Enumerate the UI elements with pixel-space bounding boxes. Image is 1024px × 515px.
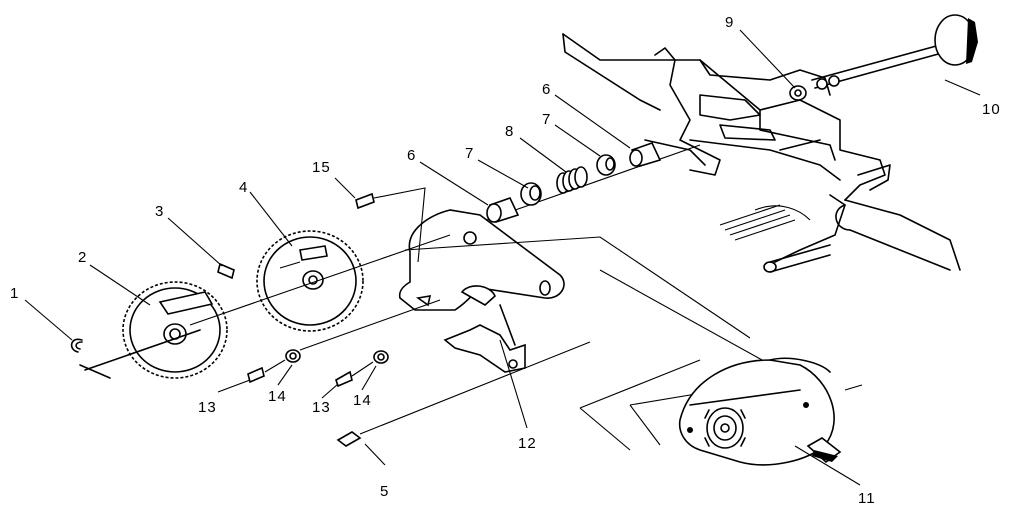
screw-part-5 xyxy=(336,341,591,447)
callout-14-left: 14 xyxy=(268,388,287,405)
callout-11: 11 xyxy=(858,490,876,507)
e-ring-part-1 xyxy=(70,338,83,353)
callout-6-left: 6 xyxy=(407,147,416,164)
callout-1: 1 xyxy=(10,285,19,302)
callout-7-left: 7 xyxy=(465,145,474,162)
callout-5: 5 xyxy=(380,483,389,500)
gear-part-2 xyxy=(79,281,228,379)
callout-9: 9 xyxy=(725,14,734,31)
callout-7-right: 7 xyxy=(542,111,551,128)
leader-lines xyxy=(24,29,981,486)
assembly-axis-line xyxy=(189,234,451,326)
callout-labels: 1 2 3 4 5 6 7 8 6 7 9 10 11 12 13 14 13 … xyxy=(10,14,1001,507)
callout-4: 4 xyxy=(239,179,248,196)
callout-13-left: 13 xyxy=(198,399,217,416)
washer-part-9 xyxy=(789,85,807,101)
callout-8: 8 xyxy=(505,123,514,140)
callout-6-right: 6 xyxy=(542,81,551,98)
screw-part-15 xyxy=(355,187,426,263)
motor-part-11 xyxy=(678,357,863,466)
pin-part-3 xyxy=(217,262,235,280)
screw-washer-set-right xyxy=(299,299,441,388)
gear-part-4 xyxy=(256,230,364,332)
chassis-frame xyxy=(562,33,961,273)
callout-14-right: 14 xyxy=(353,392,372,409)
callout-3: 3 xyxy=(155,203,164,220)
callout-12: 12 xyxy=(518,435,537,452)
callout-15: 15 xyxy=(312,159,331,176)
callout-2: 2 xyxy=(78,249,87,266)
callout-10: 10 xyxy=(982,101,1001,118)
spring-part-8 xyxy=(556,166,588,194)
screw-washer-set-left xyxy=(247,349,301,384)
bracket-part-12 xyxy=(398,209,781,451)
shaft-part-10 xyxy=(811,14,978,90)
spring-sleeve-stack xyxy=(429,142,701,241)
callout-13-right: 13 xyxy=(312,399,331,416)
